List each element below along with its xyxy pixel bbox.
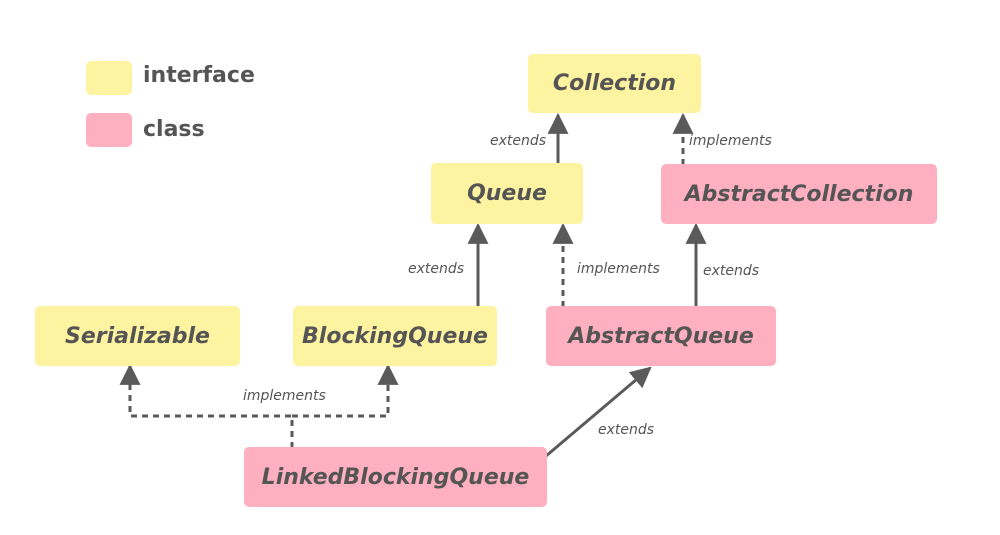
label-lbq-implements-interfaces: implements — [243, 388, 326, 404]
label-abstractqueue-implements-queue: implements — [577, 261, 660, 277]
node-queue: Queue — [431, 163, 583, 224]
legend-interface-swatch — [86, 61, 132, 95]
node-abstractcollection: AbstractCollection — [661, 164, 937, 224]
label-blockingqueue-extends-queue: extends — [408, 261, 465, 277]
label-abstractcollection-implements-collection: implements — [689, 133, 772, 149]
legend-interface-label: interface — [143, 63, 255, 88]
legend-class-swatch — [86, 113, 132, 147]
node-collection: Collection — [528, 54, 701, 113]
node-serializable: Serializable — [35, 306, 240, 366]
edge-lbq-extends-abstractqueue — [545, 366, 652, 458]
label-abstractqueue-extends-abstractcollection: extends — [703, 263, 760, 279]
node-abstractqueue: AbstractQueue — [546, 306, 776, 366]
node-blockingqueue: BlockingQueue — [293, 306, 497, 366]
legend-class-label: class — [143, 117, 205, 142]
label-lbq-extends-abstractqueue: extends — [598, 422, 655, 438]
node-linkedblockingqueue: LinkedBlockingQueue — [244, 447, 547, 507]
label-queue-extends-collection: extends — [490, 133, 547, 149]
edge-lbq-implements-serializable — [119, 363, 294, 448]
